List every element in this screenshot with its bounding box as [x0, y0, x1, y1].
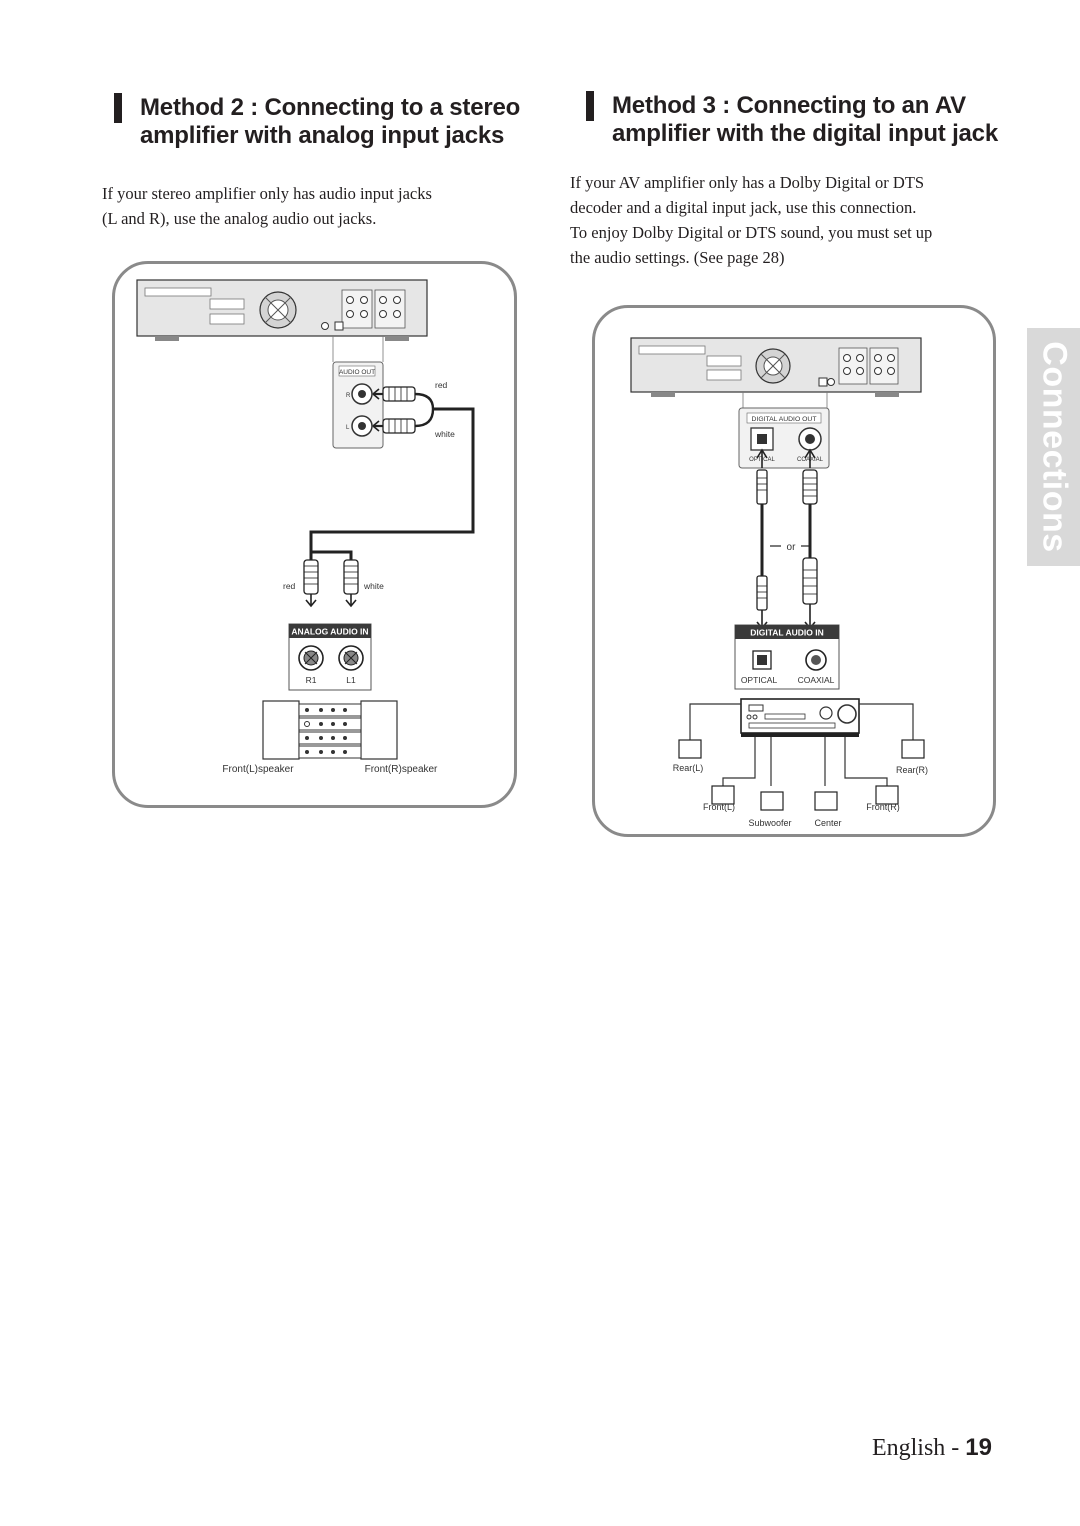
method2-description: If your stereo amplifier only has audio …	[102, 181, 432, 231]
front-r-speaker-label: Front(R)speaker	[365, 764, 438, 775]
optical-in-label: OPTICAL	[741, 675, 778, 685]
method3-title-line1: Method 3 : Connecting to an AV	[612, 92, 966, 119]
heading-bar	[114, 93, 122, 123]
speaker-boxes	[678, 739, 925, 811]
rca-plugs-bottom: red white	[283, 559, 384, 608]
jack-l-label: L	[346, 425, 350, 431]
rear-r-label: Rear(R)	[896, 765, 928, 775]
jack-r-label: R	[346, 393, 351, 399]
r1-label: R1	[306, 675, 317, 685]
method3-desc-line3: To enjoy Dolby Digital or DTS sound, you…	[570, 223, 933, 242]
method2-desc-line2: (L and R), use the analog audio out jack…	[102, 209, 377, 228]
speaker-wiring	[689, 703, 914, 786]
method2-title-line2: amplifier with analog input jacks	[140, 122, 505, 149]
method3-desc-line4: the audio settings. (See page 28)	[570, 248, 785, 267]
coaxial-in-label: COAXIAL	[798, 675, 835, 685]
rear-l-label: Rear(L)	[673, 763, 704, 773]
method3-diagram: DIGITAL AUDIO OUT OPTICAL COAXIAL	[630, 337, 928, 828]
heading-bar	[586, 91, 594, 121]
front-l-label: Front(L)	[703, 802, 735, 812]
analog-audio-in-panel: ANALOG AUDIO IN R1 L1	[288, 623, 372, 691]
page-number: 19	[965, 1434, 992, 1461]
front-r-label: Front(R)	[866, 802, 900, 812]
digital-audio-out-panel: DIGITAL AUDIO OUT OPTICAL COAXIAL	[738, 407, 830, 469]
cable-red-label: red	[435, 380, 448, 390]
digital-out-label: DIGITAL AUDIO OUT	[752, 416, 817, 423]
subwoofer-label: Subwoofer	[748, 818, 791, 828]
method2-diagram: AUDIO OUT R L red	[136, 279, 475, 775]
section-side-tab: Connections	[1027, 328, 1080, 566]
method2-heading: Method 2 : Connecting to a stereo amplif…	[114, 93, 521, 150]
dvd-recorder-rear	[630, 337, 922, 397]
av-receiver	[740, 698, 860, 737]
center-label: Center	[814, 818, 841, 828]
method2-desc-line1: If your stereo amplifier only has audio …	[102, 184, 432, 203]
or-label: or	[787, 542, 797, 553]
l1-label: L1	[346, 675, 356, 685]
method3-desc-line2: decoder and a digital input jack, use th…	[570, 198, 917, 217]
digital-audio-in-panel: DIGITAL AUDIO IN OPTICAL COAXIAL	[734, 624, 840, 690]
method3-title-line2: amplifier with the digital input jack	[612, 120, 998, 147]
method3-diagram-frame: DIGITAL AUDIO OUT OPTICAL COAXIAL	[592, 305, 996, 837]
front-l-speaker-label: Front(L)speaker	[222, 764, 294, 775]
audio-out-label: AUDIO OUT	[339, 369, 375, 376]
digital-cables: or	[756, 448, 818, 630]
stereo-system: Front(L)speaker Front(R)speaker	[222, 700, 438, 775]
dvd-recorder-rear	[136, 279, 428, 341]
cable-white-label: white	[434, 429, 455, 439]
method2-diagram-frame: AUDIO OUT R L red	[112, 261, 517, 808]
rca-cable-top: red white	[309, 380, 475, 560]
method3-desc-line1: If your AV amplifier only has a Dolby Di…	[570, 173, 925, 192]
method2-title-line1: Method 2 : Connecting to a stereo	[140, 94, 521, 121]
plug-red-label: red	[283, 581, 296, 591]
page-footer: English - 19	[872, 1434, 992, 1462]
digital-in-label: DIGITAL AUDIO IN	[750, 628, 824, 638]
analog-in-label: ANALOG AUDIO IN	[291, 627, 368, 637]
audio-out-panel: AUDIO OUT R L	[332, 361, 384, 449]
footer-language: English -	[871, 1435, 966, 1461]
method3-description: If your AV amplifier only has a Dolby Di…	[570, 170, 932, 270]
method3-heading: Method 3 : Connecting to an AV amplifier…	[586, 91, 998, 148]
plug-white-label: white	[363, 581, 384, 591]
side-tab-label: Connections	[1035, 341, 1073, 553]
